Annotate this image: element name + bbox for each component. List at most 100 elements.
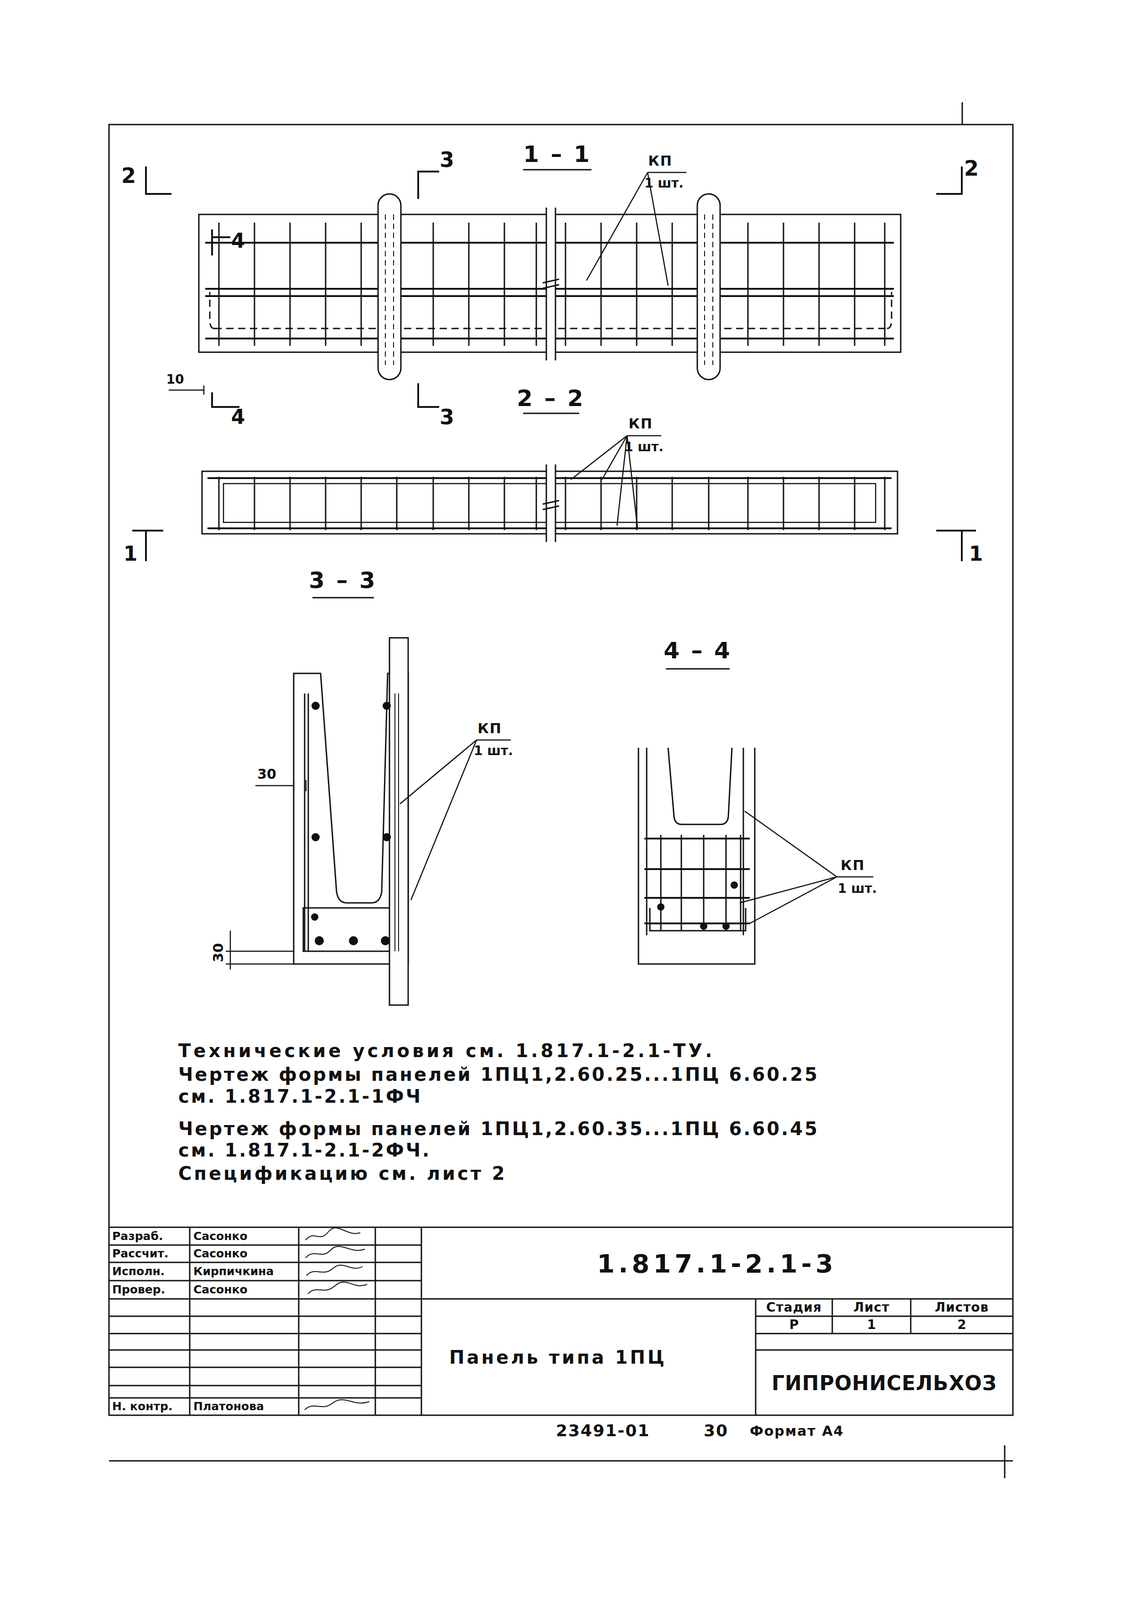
note-line: Чертеж формы панелей 1ПЦ1,2.60.25...1ПЦ … — [178, 1063, 820, 1085]
mesh-vertical — [660, 834, 741, 931]
rebar-dot — [314, 935, 324, 945]
name-cell: Сасонко — [193, 1229, 248, 1243]
callout-count: 1 шт. — [473, 743, 514, 758]
cut-mark-3 — [418, 171, 440, 407]
leader-lines — [586, 172, 687, 286]
drawing-name: Панель типа 1ПЦ — [449, 1346, 667, 1367]
callout-count: 1 шт. — [624, 440, 664, 455]
role-cell: Разраб. — [112, 1229, 163, 1243]
rebar-dot — [380, 935, 390, 945]
name-cell: Платонова — [193, 1399, 265, 1413]
lifting-loop — [697, 193, 721, 380]
cut-mark-number: 3 — [439, 148, 455, 172]
title-underline — [523, 412, 580, 415]
callout-count: 1 шт. — [837, 881, 877, 896]
dimension-10 — [168, 385, 204, 395]
role-cell: Провер. — [112, 1282, 166, 1296]
copy-number: 30 — [703, 1421, 729, 1440]
dimension-value: 30 — [257, 766, 277, 782]
bottom-stirrup — [649, 907, 746, 931]
sheet-frame — [108, 102, 1013, 1478]
rebar-dot — [722, 922, 730, 930]
note-line: Спецификацию см. лист 2 — [178, 1162, 508, 1183]
cut-mark-number: 2 — [121, 164, 136, 188]
dimension-value: 30 — [210, 942, 226, 962]
rebar-dots — [311, 701, 391, 945]
stage-header: Лист — [853, 1300, 890, 1315]
stage-header: Стадия — [766, 1300, 822, 1315]
panel-section-4-4 — [638, 668, 874, 964]
signatures — [304, 1227, 370, 1410]
wall-rebar — [304, 693, 309, 951]
rebar-dot — [348, 935, 358, 945]
cut-mark-number: 4 — [231, 229, 246, 252]
rebar-dot — [382, 832, 391, 841]
title-underline — [665, 668, 730, 670]
note-line: см. 1.817.1-2.1-1ФЧ — [178, 1085, 423, 1106]
archive-number: 23491-01 — [555, 1421, 650, 1440]
cut-mark-number: 1 — [123, 542, 138, 565]
lifting-loop-plate — [389, 637, 409, 1005]
panel-section-3-3 — [225, 597, 511, 1005]
loop-rebar — [394, 693, 399, 951]
lifting-loop-hidden — [385, 214, 394, 365]
rebar-dot — [730, 881, 738, 889]
rebar-dot — [657, 902, 665, 911]
callout-label: КП — [840, 857, 866, 873]
leader-lines — [739, 810, 874, 924]
callout-label: КП — [648, 153, 673, 169]
rebar-dots — [657, 881, 738, 930]
dimension-30 — [255, 779, 307, 791]
leader-lines — [399, 739, 511, 900]
callout-count: 1 шт. — [644, 176, 684, 191]
stage-value: Р — [789, 1317, 799, 1332]
callout-label: КП — [477, 720, 503, 736]
stage-value: 1 — [866, 1317, 876, 1332]
rebar-dot — [311, 913, 319, 921]
frame-border — [108, 124, 1013, 1415]
lifting-loop-hidden — [704, 214, 713, 365]
dimension-value: 10 — [166, 372, 185, 387]
cut-mark-number: 2 — [964, 156, 979, 181]
cut-mark-4 — [212, 229, 240, 407]
section-title: 2 – 2 — [516, 385, 585, 411]
name-cell: Сасонко — [193, 1282, 248, 1296]
panel-section-2-2 — [202, 413, 898, 542]
trim-tick — [1004, 1444, 1006, 1478]
note-line: см. 1.817.1-2.1-2ФЧ. — [178, 1139, 431, 1160]
channel-outline — [638, 747, 755, 964]
lifting-loop — [378, 193, 401, 380]
format-label: Формат А4 — [749, 1422, 845, 1438]
break-gap — [546, 207, 556, 361]
break-lines — [542, 207, 560, 361]
channel-inner — [668, 747, 732, 825]
stage-value: 2 — [957, 1317, 966, 1332]
cut-mark-number: 1 — [969, 542, 984, 565]
trim-line — [108, 1459, 1013, 1462]
name-cell: Сасонко — [193, 1246, 248, 1260]
bottom-stirrup — [303, 907, 402, 951]
section-title: 4 – 4 — [663, 638, 732, 664]
callout-label: КП — [628, 415, 654, 431]
title-rows — [108, 1226, 1013, 1398]
title-underline — [523, 169, 592, 171]
stage-header: Листов — [934, 1300, 990, 1315]
stage-table — [755, 1298, 1013, 1415]
panel-section-1-1 — [198, 169, 901, 380]
cut-mark-2 — [145, 166, 962, 194]
role-cell: Исполн. — [112, 1264, 165, 1278]
dimension-30-vertical — [225, 930, 294, 970]
wall-rebar — [646, 747, 744, 935]
cut-mark-number: 3 — [439, 405, 455, 429]
rebar-dot — [311, 832, 320, 841]
note-line: Чертеж формы панелей 1ПЦ1,2.60.35...1ПЦ … — [178, 1118, 820, 1139]
break-lines — [542, 464, 560, 542]
name-cell: Кирпичкина — [193, 1264, 274, 1278]
rebar-dot — [700, 922, 708, 930]
note-line: Технические условия см. 1.817.1-2.1-ТУ. — [178, 1040, 715, 1061]
drawing-number: 1.817.1-2.1-3 — [596, 1249, 837, 1278]
frame-tick — [961, 102, 964, 125]
title-underline — [312, 596, 374, 599]
section-title: 3 – 3 — [308, 567, 377, 593]
